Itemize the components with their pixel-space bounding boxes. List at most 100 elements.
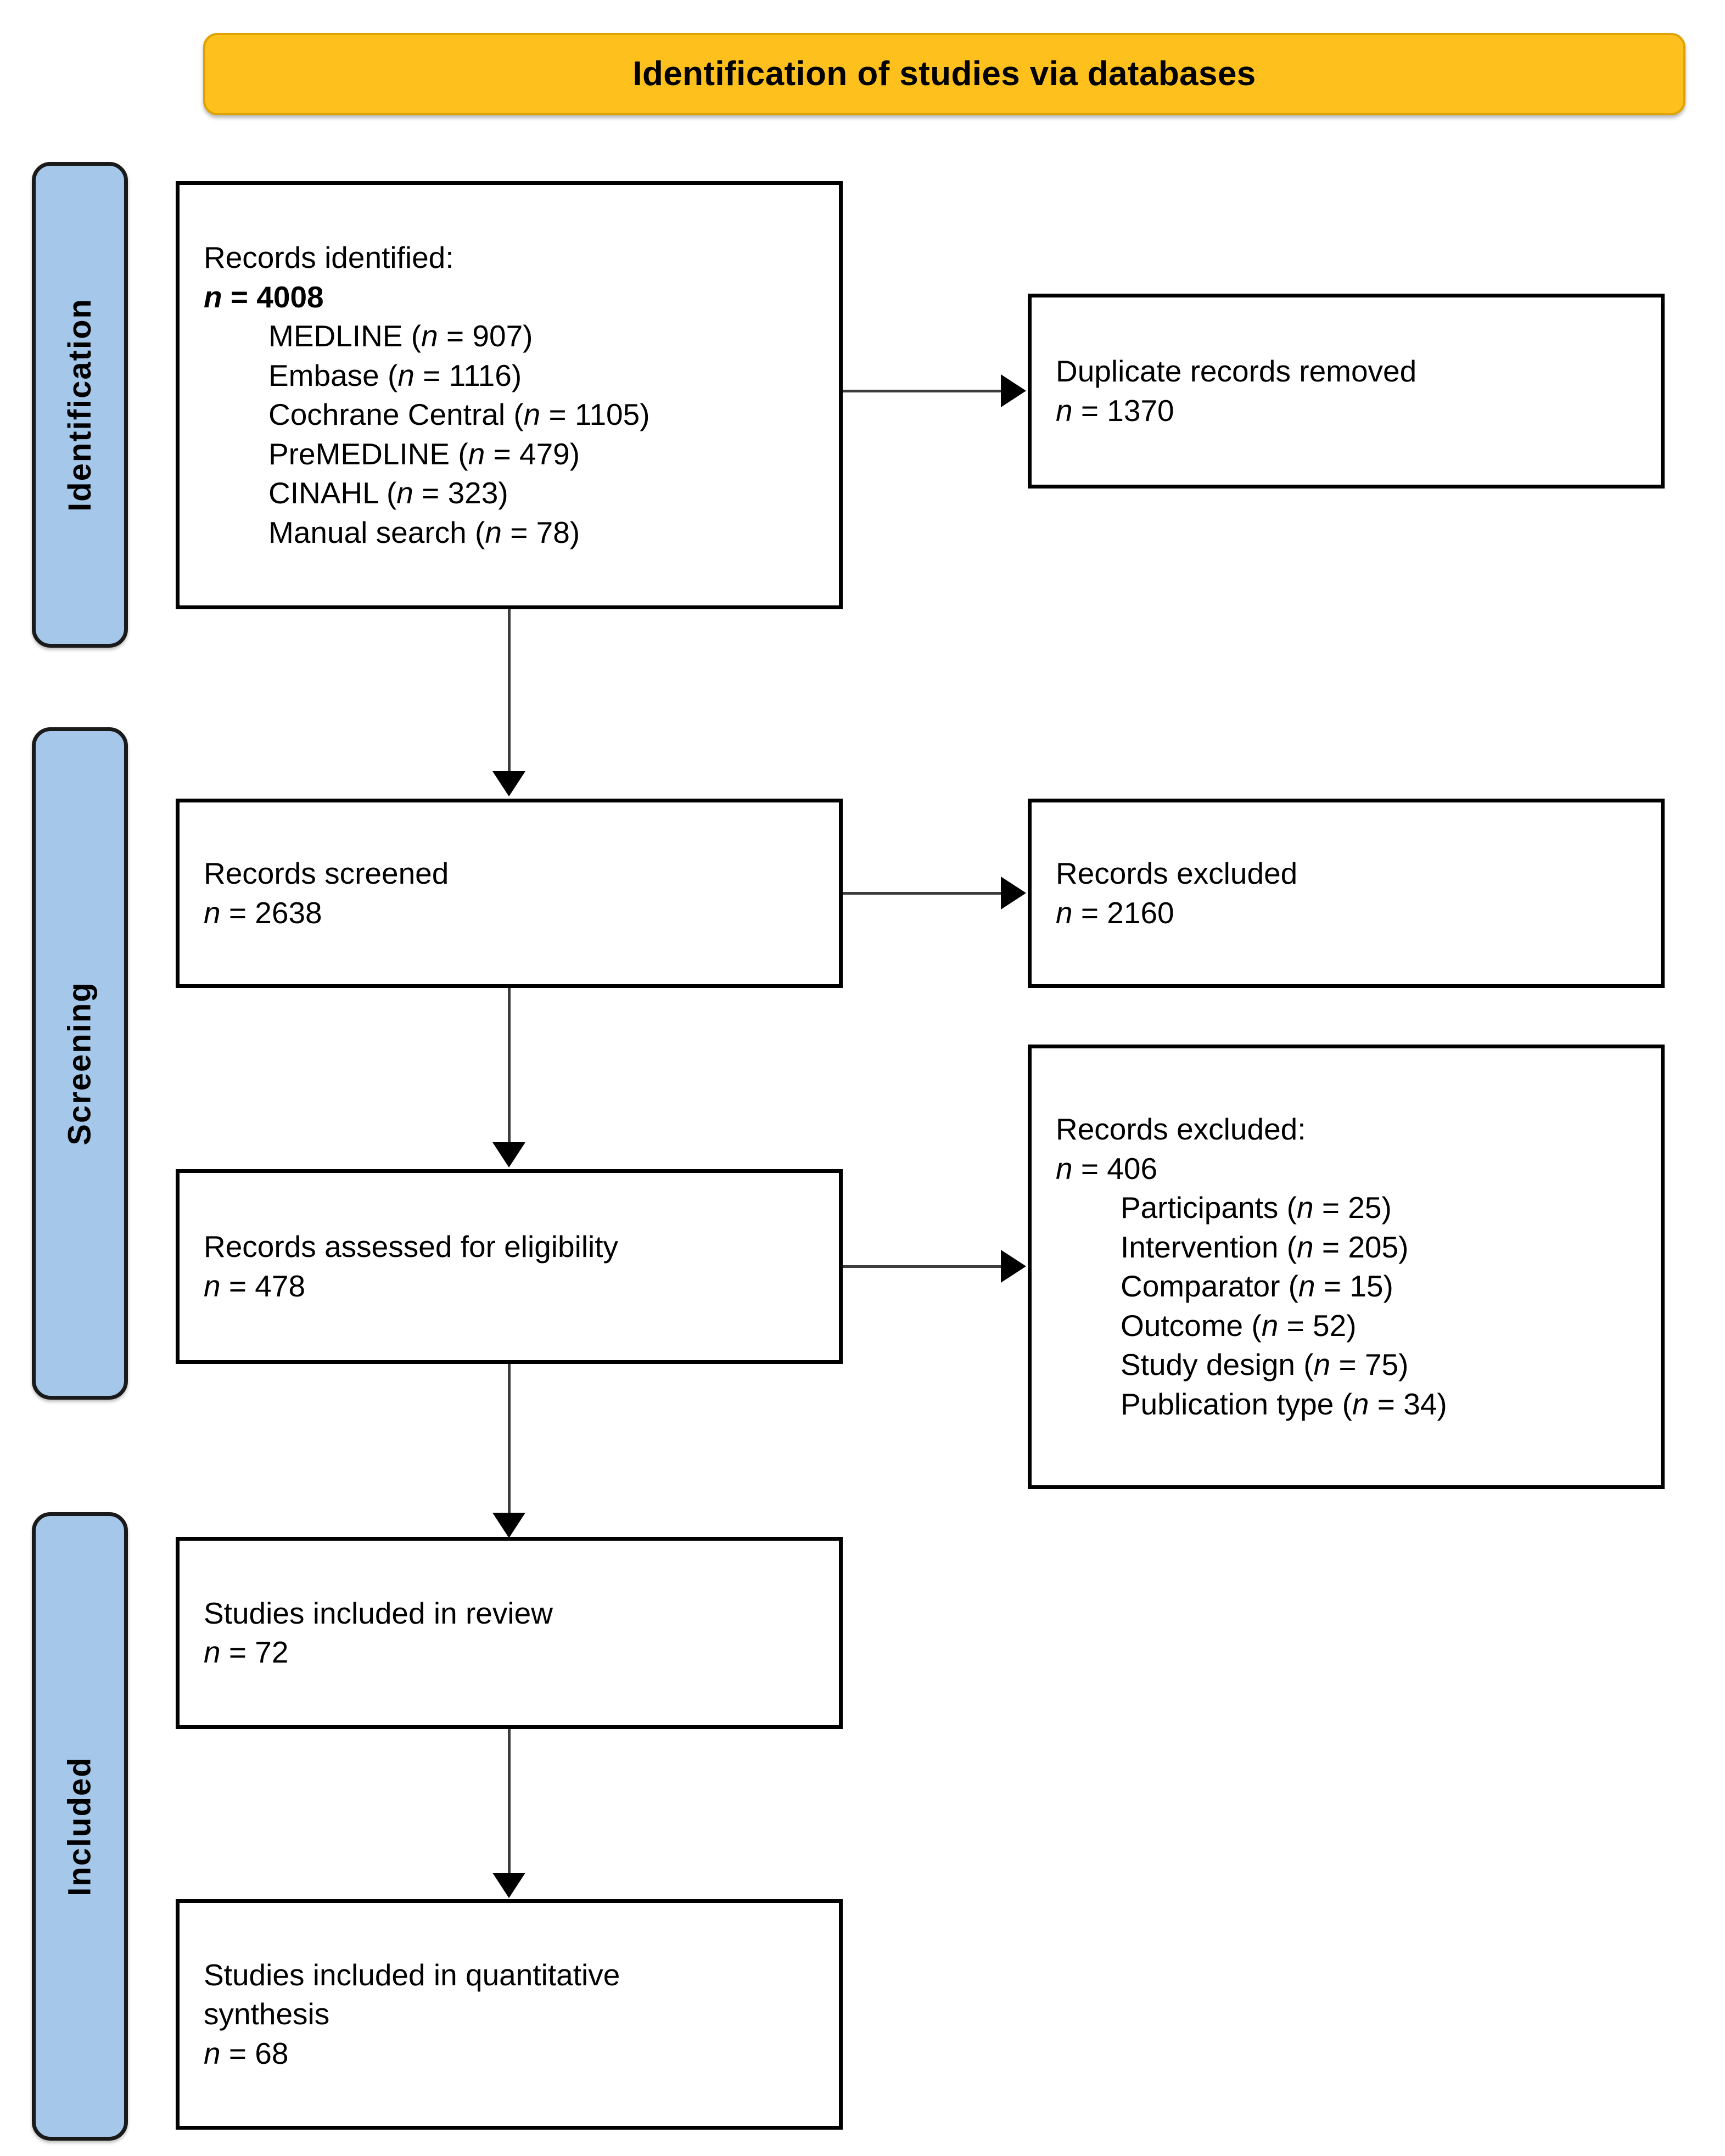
duplicates-count: n = 1370 [1056, 393, 1174, 428]
source-row: Cochrane Central (n = 1105) [268, 397, 650, 431]
arrow-down-icon [492, 1513, 525, 1538]
n-symbol: n [421, 319, 438, 353]
exclusion-reason-row: Intervention (n = 205) [1121, 1229, 1409, 1264]
source-label: MEDLINE [268, 319, 403, 353]
exclusion-reason-count: 15 [1349, 1269, 1384, 1303]
exclusion-reason-label: Publication type [1121, 1386, 1334, 1421]
source-count: 78 [536, 515, 570, 549]
review-title: Studies included in review [204, 1596, 553, 1630]
n-symbol: n [1313, 1348, 1331, 1382]
source-row: Embase (n = 1116) [268, 358, 522, 392]
exclusion-reason-label: Outcome [1121, 1308, 1244, 1343]
exclusion-reason-count: 52 [1313, 1308, 1347, 1343]
phase-label-screening: Screening [62, 981, 98, 1146]
phase-label-included: Included [62, 1756, 98, 1896]
arrow-right-icon [1001, 877, 1026, 909]
arrow-down-icon [492, 1142, 525, 1167]
n-symbol: n [1056, 393, 1073, 428]
review-count: n = 72 [204, 1635, 289, 1669]
n-symbol: n [523, 397, 541, 431]
excluded-eligibility-count: n = 406 [1056, 1151, 1158, 1186]
source-count: 323 [447, 476, 499, 510]
arrow-down-icon [492, 771, 525, 796]
synthesis-title-line1: Studies included in quantitative [204, 1957, 620, 1992]
n-symbol: n [1261, 1308, 1279, 1343]
excluded-screening-count: n = 2160 [1056, 895, 1174, 930]
n-symbol: n [204, 1268, 221, 1303]
box-records-identified: Records identified: n = 4008 MEDLINE (n … [176, 181, 843, 609]
n-symbol: n [1352, 1386, 1369, 1421]
box-duplicate-records-removed: Duplicate records removed n = 1370 [1028, 294, 1665, 489]
box-records-excluded-eligibility-text: Records excluded: n = 406 Participants (… [1056, 1110, 1637, 1424]
eligibility-title: Records assessed for eligibility [204, 1229, 619, 1264]
source-row: PreMEDLINE (n = 479) [268, 436, 580, 471]
source-count: 907 [472, 319, 523, 353]
n-symbol: n [204, 1635, 221, 1669]
box-studies-included-synthesis-text: Studies included in quantitative synthes… [204, 1956, 815, 2074]
synthesis-title-line2: synthesis [204, 1997, 330, 2031]
n-equals: = [222, 279, 257, 314]
box-studies-included-synthesis: Studies included in quantitative synthes… [176, 1899, 843, 2130]
n-symbol: n [204, 279, 222, 314]
source-count: 1105 [574, 397, 640, 431]
source-row: CINAHL (n = 323) [268, 476, 508, 510]
exclusion-reason-label: Participants [1121, 1191, 1279, 1225]
connector-identified-to-duplicates [843, 390, 1002, 392]
n-symbol: n [397, 358, 415, 392]
excluded-screening-count-value: 2160 [1107, 895, 1174, 930]
n-symbol: n [1056, 1151, 1073, 1186]
box-records-screened: Records screened n = 2638 [176, 799, 843, 988]
connector-identified-to-screened [508, 609, 511, 774]
eligibility-count: n = 478 [204, 1268, 306, 1303]
review-count-value: 72 [255, 1635, 289, 1669]
records-identified-total: n = 4008 [204, 278, 815, 317]
excluded-eligibility-title: Records excluded: [1056, 1112, 1306, 1146]
exclusion-reason-count: 34 [1403, 1386, 1437, 1421]
excluded-eligibility-count-value: 406 [1107, 1151, 1158, 1186]
source-label: Cochrane Central [268, 397, 506, 431]
exclusion-reason-row: Participants (n = 25) [1121, 1191, 1392, 1225]
n-symbol: n [485, 515, 502, 549]
records-identified-title: Records identified: [204, 240, 454, 274]
connector-screened-to-eligibility [508, 988, 511, 1144]
n-symbol: n [204, 895, 221, 930]
duplicates-title: Duplicate records removed [1056, 354, 1417, 388]
source-label: Manual search [268, 515, 467, 549]
screened-count-value: 2638 [255, 895, 322, 930]
connector-eligibility-to-excluded [843, 1265, 1002, 1268]
header-banner: Identification of studies via databases [203, 33, 1685, 115]
arrow-right-icon [1001, 374, 1026, 407]
n-symbol: n [468, 436, 485, 471]
box-records-screened-text: Records screened n = 2638 [204, 854, 815, 933]
box-records-excluded-screening-text: Records excluded n = 2160 [1056, 854, 1637, 933]
exclusion-reason-count: 25 [1348, 1191, 1382, 1225]
box-studies-included-review: Studies included in review n = 72 [176, 1537, 843, 1729]
connector-review-to-synthesis [508, 1729, 511, 1877]
box-records-assessed-eligibility-text: Records assessed for eligibility n = 478 [204, 1227, 815, 1306]
box-records-excluded-eligibility: Records excluded: n = 406 Participants (… [1028, 1045, 1665, 1489]
exclusion-reason-count: 75 [1364, 1348, 1399, 1382]
screened-count: n = 2638 [204, 895, 322, 930]
records-identified-total-value: 4008 [256, 279, 324, 314]
source-row: MEDLINE (n = 907) [268, 319, 533, 353]
exclusion-reason-row: Study design (n = 75) [1121, 1348, 1409, 1382]
source-count: 479 [519, 436, 570, 471]
source-label: CINAHL [268, 476, 378, 510]
n-symbol: n [204, 2036, 221, 2070]
source-label: PreMEDLINE [268, 436, 450, 471]
n-symbol: n [1056, 895, 1073, 930]
synthesis-count-value: 68 [255, 2036, 289, 2070]
arrow-down-icon [492, 1873, 525, 1898]
source-row: Manual search (n = 78) [268, 515, 580, 549]
exclusion-reason-row: Outcome (n = 52) [1121, 1308, 1357, 1343]
box-records-excluded-screening: Records excluded n = 2160 [1028, 799, 1665, 988]
exclusion-reason-label: Intervention [1121, 1229, 1279, 1264]
source-label: Embase [268, 358, 379, 392]
n-symbol: n [396, 476, 413, 510]
n-symbol: n [1296, 1191, 1314, 1225]
box-studies-included-review-text: Studies included in review n = 72 [204, 1594, 815, 1672]
exclusion-reason-row: Comparator (n = 15) [1121, 1269, 1393, 1303]
source-count: 1116 [449, 358, 512, 392]
eligibility-count-value: 478 [255, 1268, 306, 1303]
